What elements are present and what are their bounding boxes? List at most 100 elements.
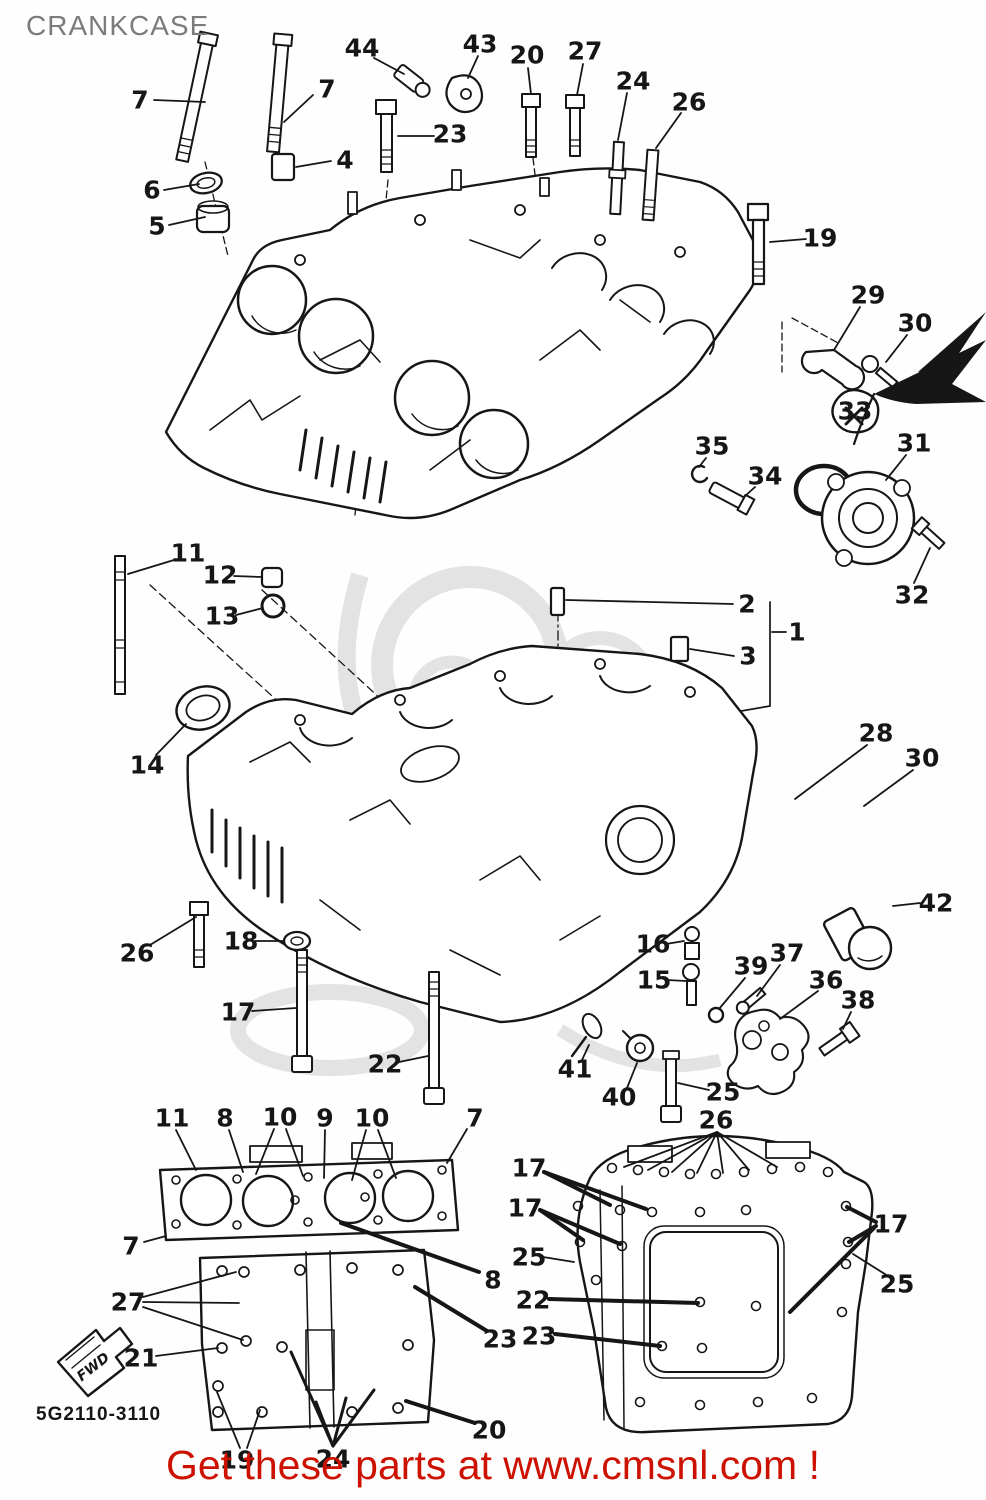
- leader-line-12: [233, 575, 262, 578]
- bolt-17-icon: [291, 949, 313, 1073]
- callout-17: 17: [874, 1210, 909, 1239]
- cap-12-icon: [260, 566, 284, 589]
- upper-crankcase-drawing: [164, 167, 761, 520]
- leader-line-27: [142, 1306, 244, 1341]
- callout-3: 3: [739, 642, 756, 671]
- leader-line-25: [677, 1082, 710, 1091]
- leader-line-26: [647, 1131, 718, 1171]
- leader-line-20: [404, 1399, 477, 1425]
- leader-line-27: [142, 1271, 237, 1298]
- screw-30-top-icon: [861, 355, 899, 389]
- callout-25: 25: [512, 1243, 547, 1272]
- leader-line-17: [845, 1205, 878, 1224]
- cover-31-icon: [820, 470, 916, 567]
- bolt-25-mid-icon: [660, 1050, 682, 1123]
- leader-line-10: [377, 1129, 397, 1179]
- leader-line-2: [565, 599, 734, 605]
- callout-13: 13: [205, 602, 240, 631]
- leader-line-27: [142, 1301, 240, 1304]
- loose-parts: [114, 30, 986, 1123]
- callout-44: 44: [345, 34, 380, 63]
- leader-line-7: [446, 1128, 468, 1164]
- leader-line-11: [127, 559, 175, 575]
- callout-10: 10: [263, 1103, 298, 1132]
- leader-line-25: [542, 1256, 575, 1263]
- oil-pump-body-36-icon: [726, 1008, 810, 1096]
- callout-25: 25: [706, 1078, 741, 1107]
- sender-unit-44-icon: [393, 64, 431, 98]
- leader-line-19: [216, 1391, 241, 1449]
- leader-line-26: [696, 1131, 718, 1174]
- callout-16: 16: [636, 930, 671, 959]
- callout-35: 35: [695, 432, 730, 461]
- leader-line-17: [538, 1208, 622, 1246]
- leader-line-26: [655, 112, 682, 149]
- leader-line-36: [779, 990, 819, 1020]
- leader-line-8: [228, 1129, 244, 1173]
- plug-40-icon: [622, 1030, 655, 1063]
- leader-line-19: [246, 1409, 261, 1449]
- callout-17: 17: [512, 1154, 547, 1183]
- leader-line-24: [331, 1396, 348, 1448]
- bracket-43-icon: [445, 74, 484, 114]
- oring-13-icon: [260, 593, 286, 619]
- leader-line-7: [153, 99, 206, 103]
- leader-line-35: [698, 457, 707, 468]
- leader-line-10: [255, 1128, 275, 1175]
- callout-22: 22: [368, 1050, 403, 1079]
- stud-26-icon: [641, 148, 660, 222]
- callout-10: 10: [355, 1104, 390, 1133]
- leader-line-42: [892, 902, 921, 907]
- leader-line-17: [251, 1007, 297, 1012]
- callout-5: 5: [148, 212, 165, 241]
- leader-line-26: [671, 1131, 718, 1173]
- callout-19: 19: [803, 224, 838, 253]
- leader-line-32: [913, 547, 931, 584]
- callout-27: 27: [568, 37, 603, 66]
- leader-line-31: [885, 454, 907, 481]
- callout-23: 23: [522, 1322, 557, 1351]
- leader-line-7: [283, 94, 314, 123]
- callout-23: 23: [433, 120, 468, 149]
- leader-line-24: [314, 1400, 335, 1448]
- callout-42: 42: [919, 889, 954, 918]
- callout-32: 32: [895, 581, 930, 610]
- leader-line-23: [553, 1332, 662, 1348]
- leader-line-25: [852, 1253, 889, 1277]
- callout-25: 25: [880, 1270, 915, 1299]
- spacer-4-icon: [270, 152, 296, 182]
- leader-line-26: [623, 1131, 718, 1168]
- stud-bolt-7-right-icon: [266, 32, 294, 154]
- clamp-29-icon: [800, 348, 866, 391]
- leader-line-22: [547, 1297, 700, 1305]
- leader-line-37: [756, 964, 781, 997]
- callout-26: 26: [672, 88, 707, 117]
- leader-line-29: [833, 306, 861, 351]
- lever-41-icon: [570, 1012, 603, 1058]
- washer-39-icon: [707, 1006, 725, 1024]
- callout-20: 20: [472, 1416, 507, 1445]
- callout-27: 27: [111, 1288, 146, 1317]
- bolt-20-icon: [521, 93, 541, 158]
- callout-12: 12: [203, 561, 238, 590]
- grommet-33-icon: [831, 388, 880, 434]
- leader-line-3: [689, 648, 735, 657]
- callout-4: 4: [336, 146, 353, 175]
- screw-32-icon: [910, 516, 946, 550]
- callout-9: 9: [316, 1104, 333, 1133]
- callout-36: 36: [809, 966, 844, 995]
- leader-line-21: [155, 1347, 219, 1357]
- callout-6: 6: [143, 176, 160, 205]
- page-title: CRANKCASE: [26, 10, 210, 41]
- leader-line-22: [398, 1055, 429, 1063]
- pin-34-icon: [708, 481, 756, 516]
- leader-line-13: [235, 607, 264, 616]
- leader-line-4: [295, 160, 332, 168]
- leader-line-11: [175, 1129, 197, 1171]
- callout-14: 14: [130, 751, 165, 780]
- leader-line-28: [794, 744, 868, 800]
- leader-line-30: [885, 334, 908, 363]
- callout-39: 39: [734, 952, 769, 981]
